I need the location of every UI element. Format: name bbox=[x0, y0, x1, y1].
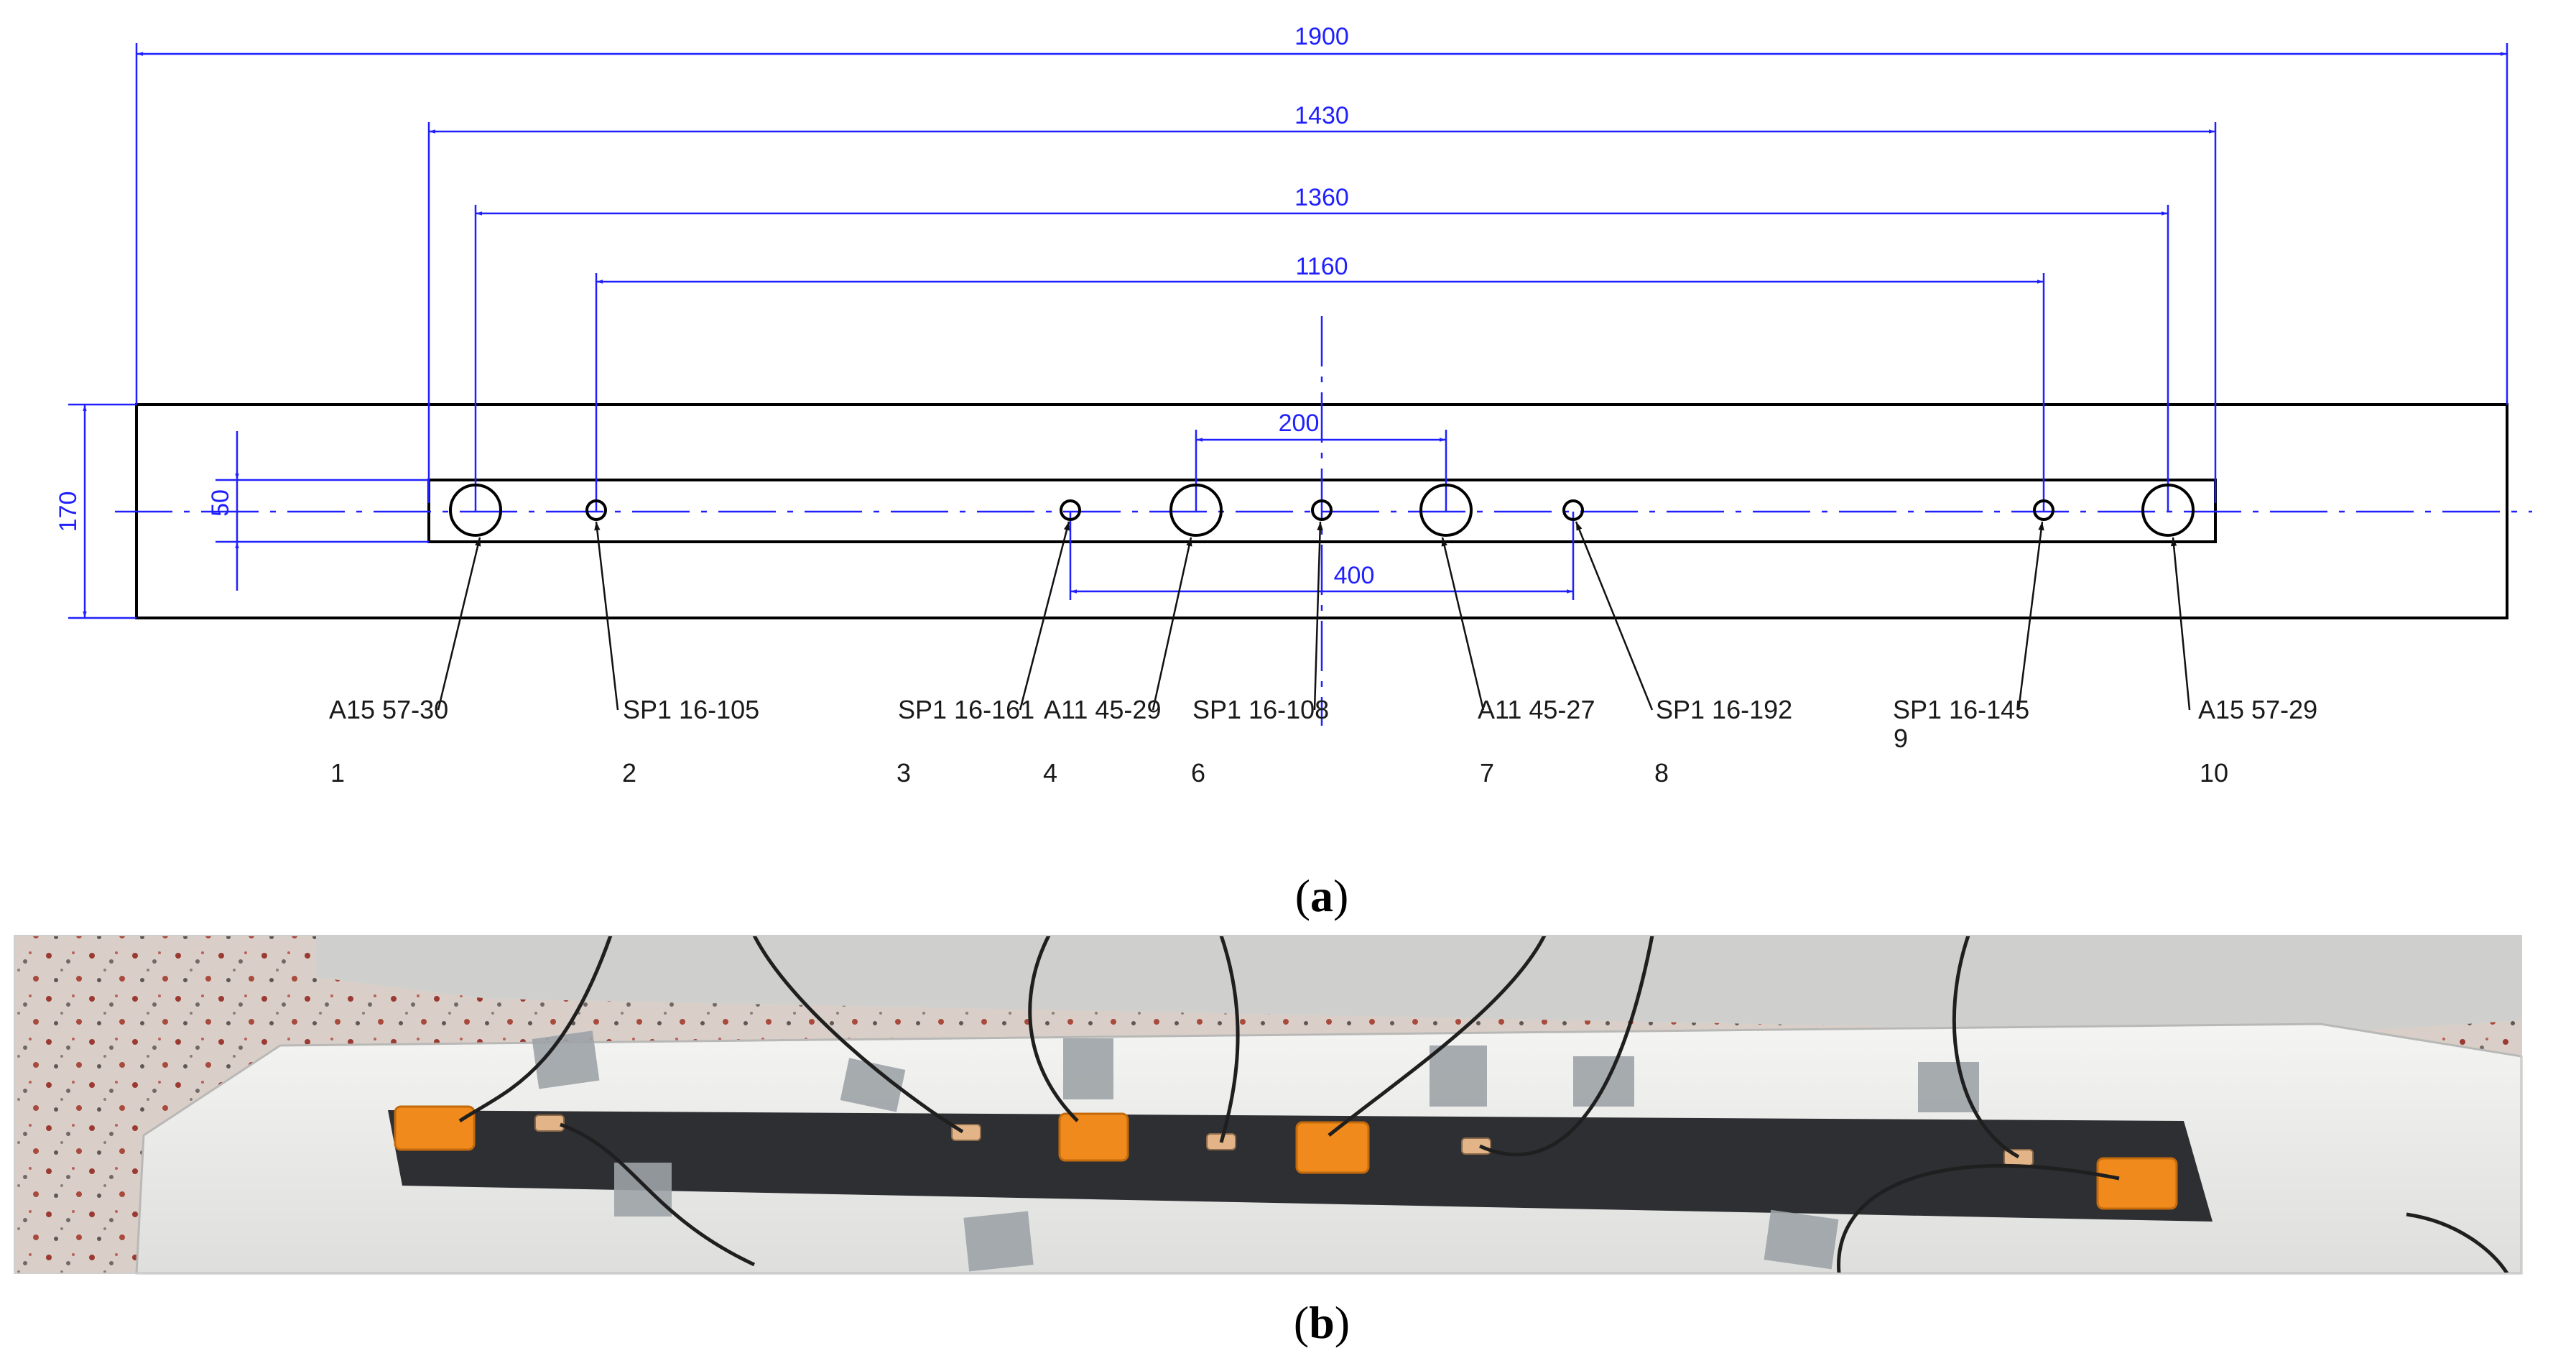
sensor-number-4: 4 bbox=[1043, 758, 1057, 788]
sensor-small bbox=[1311, 499, 1333, 521]
sensor-label-7: A11 45-27 bbox=[1478, 695, 1595, 724]
photo-bench bbox=[316, 936, 2521, 1035]
sensor-large bbox=[2141, 484, 2195, 537]
sensor-label-9: SP1 16-145 bbox=[1893, 695, 2029, 724]
photo-panel bbox=[14, 934, 2523, 1275]
sensor-number-6: 6 bbox=[1191, 758, 1205, 788]
photo-tapes bbox=[532, 1030, 1979, 1272]
sensor-label-6: SP1 16-108 bbox=[1192, 695, 1329, 724]
sensor-large bbox=[1169, 484, 1223, 537]
sensors bbox=[449, 484, 2195, 537]
drawing-panel: 1900 1430 1360 1160 200 400 170 50 bbox=[55, 23, 2532, 788]
photo-sensors bbox=[394, 1105, 2178, 1210]
photo-frame bbox=[14, 935, 2522, 1274]
sensor-number-2: 2 bbox=[622, 758, 636, 788]
dimension-lines bbox=[83, 52, 2507, 618]
sensor-number-7: 7 bbox=[1480, 758, 1494, 788]
dim-1430: 1430 bbox=[1294, 102, 1349, 129]
sensor-label-1: A15 57-30 bbox=[329, 695, 448, 724]
dim-170: 170 bbox=[55, 491, 82, 532]
dim-50: 50 bbox=[207, 489, 234, 517]
sensor-number-8: 8 bbox=[1654, 758, 1669, 788]
dim-1900: 1900 bbox=[1294, 23, 1349, 50]
caption-b: (b) bbox=[1294, 1297, 1350, 1348]
sensor-label-8: SP1 16-192 bbox=[1656, 695, 1792, 724]
dim-1360: 1360 bbox=[1294, 184, 1349, 211]
sensor-small bbox=[585, 499, 607, 521]
sensor-label-4: A11 45-29 bbox=[1044, 695, 1161, 724]
sensor-label-2: SP1 16-105 bbox=[623, 695, 759, 724]
dim-400: 400 bbox=[1334, 562, 1375, 589]
dim-200: 200 bbox=[1279, 410, 1320, 437]
photo-wires bbox=[458, 934, 2509, 1275]
sensor-small bbox=[1060, 499, 1081, 521]
sensor-small bbox=[2033, 499, 2054, 521]
sensor-label-3: SP1 16-161 bbox=[898, 695, 1034, 724]
sensor-number-10: 10 bbox=[2200, 758, 2228, 788]
sensor-large bbox=[1419, 484, 1473, 537]
sensor-number-1: 1 bbox=[330, 758, 345, 788]
sensor-number-3: 3 bbox=[896, 758, 911, 788]
sensor-small bbox=[1562, 499, 1584, 521]
sensor-number-9: 9 bbox=[1894, 724, 1908, 753]
dim-1160: 1160 bbox=[1295, 253, 1348, 280]
sensor-label-10: A15 57-29 bbox=[2198, 695, 2317, 724]
caption-a: (a) bbox=[1295, 870, 1349, 921]
leader-lines bbox=[437, 521, 2191, 711]
extension-lines bbox=[68, 43, 2508, 619]
sensor-large bbox=[449, 484, 502, 537]
